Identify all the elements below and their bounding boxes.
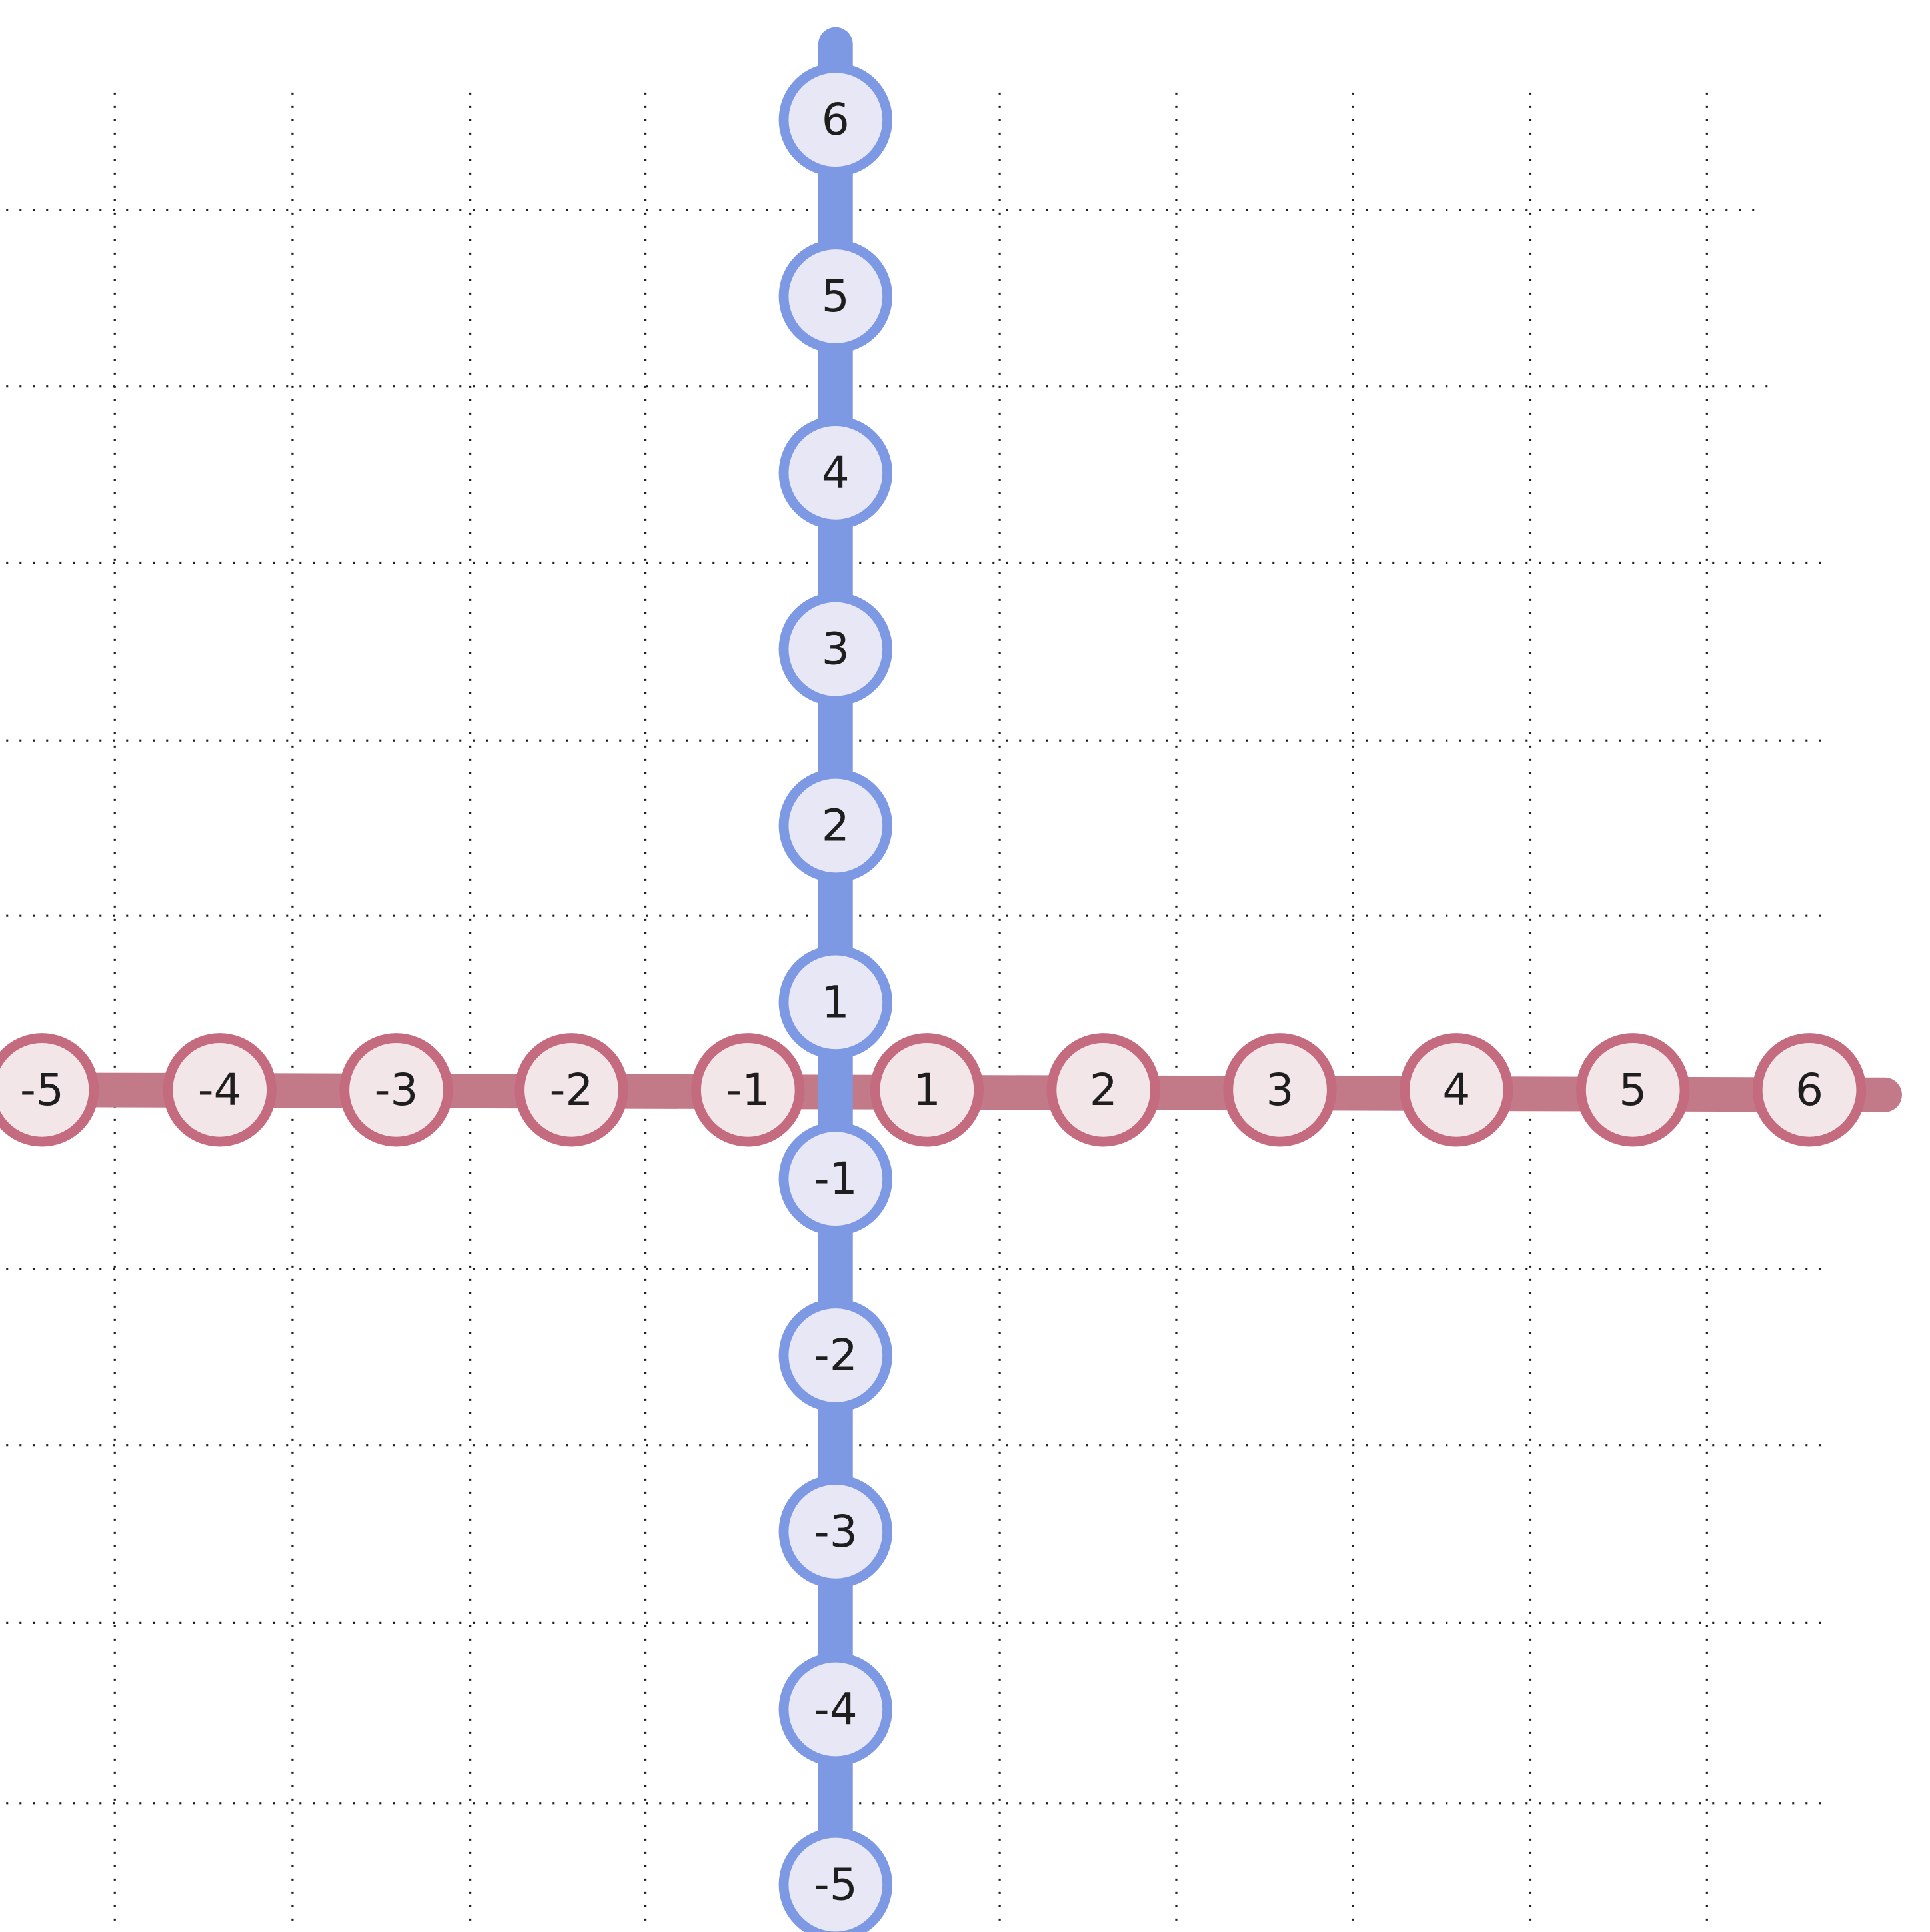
x-node-circle — [1046, 1033, 1160, 1147]
x-node-label: -2 — [550, 1064, 594, 1116]
x-node-label: 1 — [913, 1064, 941, 1116]
x-node-2: 2 — [1046, 1033, 1160, 1147]
x-node-circle — [339, 1033, 453, 1147]
y-node-label: 5 — [822, 271, 850, 322]
x-node-circle — [1752, 1033, 1867, 1147]
x-node-circle — [514, 1033, 628, 1147]
x-node-circle — [1400, 1033, 1513, 1147]
y-node-neg4: -4 — [778, 1652, 892, 1767]
y-node-label: 3 — [822, 624, 850, 675]
x-node-neg2: -2 — [514, 1033, 628, 1147]
x-node-label: 6 — [1795, 1064, 1823, 1116]
x-node-neg5: -5 — [0, 1033, 99, 1147]
y-node-circle — [778, 945, 892, 1060]
y-node-circle — [778, 63, 892, 177]
y-node-neg1: -1 — [778, 1122, 892, 1236]
x-node-circle — [1223, 1033, 1337, 1147]
y-node-circle — [778, 416, 892, 530]
y-node-1: 1 — [778, 945, 892, 1060]
x-node-label: -4 — [198, 1064, 242, 1116]
y-node-circle — [778, 1298, 892, 1412]
x-axis-nodes: -5 -4 -3 -2 -1 1 2 3 4 5 6 — [0, 1033, 1867, 1147]
x-node-neg4: -4 — [163, 1033, 277, 1147]
y-node-circle — [778, 1652, 892, 1767]
y-node-6: 6 — [778, 63, 892, 177]
x-node-circle — [870, 1033, 984, 1147]
y-node-label: -2 — [814, 1330, 858, 1381]
x-node-circle — [0, 1033, 99, 1147]
y-node-label: 2 — [822, 800, 850, 851]
y-node-label: -1 — [814, 1153, 858, 1204]
x-node-neg1: -1 — [691, 1033, 805, 1147]
y-node-neg2: -2 — [778, 1298, 892, 1412]
x-node-6: 6 — [1752, 1033, 1867, 1147]
x-node-label: 2 — [1090, 1064, 1118, 1116]
y-node-3: 3 — [778, 592, 892, 706]
y-node-label: -5 — [814, 1859, 858, 1911]
y-node-circle — [778, 1475, 892, 1589]
x-node-3: 3 — [1223, 1033, 1337, 1147]
x-node-label: -1 — [726, 1064, 770, 1116]
y-node-circle — [778, 768, 892, 883]
y-node-label: 6 — [822, 94, 850, 145]
x-node-5: 5 — [1576, 1033, 1690, 1147]
x-node-label: -3 — [375, 1064, 419, 1116]
y-node-circle — [778, 592, 892, 706]
y-node-neg3: -3 — [778, 1475, 892, 1589]
y-node-neg5: -5 — [778, 1827, 892, 1932]
y-node-label: 4 — [822, 447, 850, 498]
dotted-grid — [6, 92, 1827, 1932]
y-node-5: 5 — [778, 239, 892, 353]
x-node-circle — [163, 1033, 277, 1147]
x-node-neg3: -3 — [339, 1033, 453, 1147]
x-node-label: -5 — [20, 1064, 64, 1116]
x-node-circle — [1576, 1033, 1690, 1147]
y-axis-nodes: 6 5 4 3 2 1 -1 -2 -3 -4 -5 — [778, 63, 892, 1932]
y-node-label: -3 — [814, 1506, 858, 1557]
y-node-label: 1 — [822, 976, 850, 1028]
y-node-circle — [778, 1827, 892, 1932]
x-node-label: 3 — [1266, 1064, 1294, 1116]
y-node-circle — [778, 239, 892, 353]
y-node-4: 4 — [778, 416, 892, 530]
y-node-label: -4 — [814, 1684, 858, 1735]
x-node-1: 1 — [870, 1033, 984, 1147]
x-node-label: 5 — [1619, 1064, 1647, 1116]
x-node-label: 4 — [1442, 1064, 1470, 1116]
y-node-2: 2 — [778, 768, 892, 883]
x-node-4: 4 — [1400, 1033, 1513, 1147]
y-node-circle — [778, 1122, 892, 1236]
x-node-circle — [691, 1033, 805, 1147]
